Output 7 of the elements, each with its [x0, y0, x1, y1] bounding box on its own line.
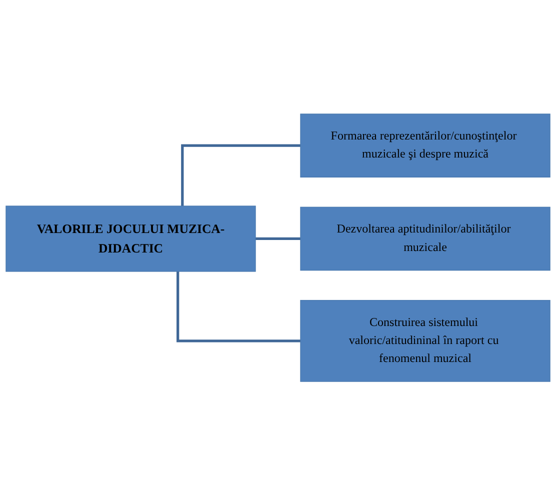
node-box: Dezvoltarea aptitudinilor/abilităţilor muzicale [300, 207, 550, 271]
connector [181, 144, 301, 206]
node-box: Construirea sistemului valoric/atitudininal în raport cu fenomenul muzical [300, 300, 550, 382]
node-box: VALORILE JOCULUI MUZICA-DIDACTIC [6, 206, 256, 272]
node-box: Formarea reprezentărilor/cunoştinţelor muzicale şi despre muzică [300, 114, 550, 178]
connector [176, 272, 301, 342]
connector [254, 238, 301, 240]
